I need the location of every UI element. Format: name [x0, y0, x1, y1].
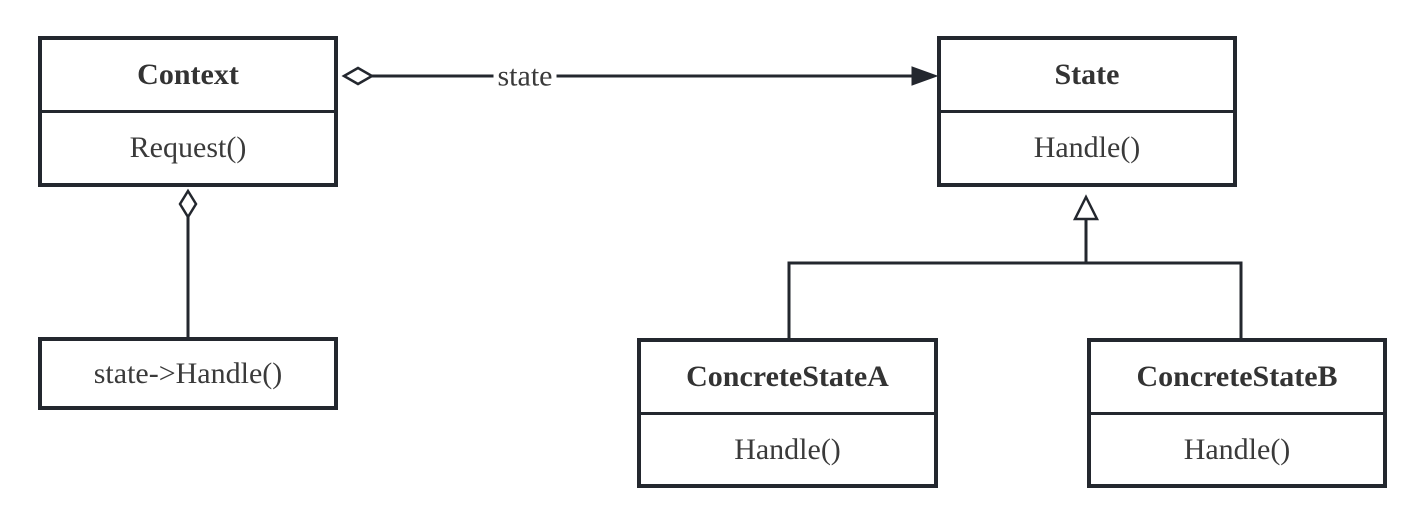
class-concrete-state-a-method: Handle()	[734, 433, 841, 466]
aggregation-diamond-icon	[341, 66, 375, 86]
class-context: Context Request()	[38, 36, 338, 187]
class-concrete-state-b: ConcreteStateB Handle()	[1087, 338, 1387, 488]
inheritance-triangle-icon	[1072, 194, 1100, 221]
class-concrete-state-b-method: Handle()	[1183, 433, 1291, 466]
class-concrete-state-a-name: ConcreteStateA	[641, 342, 934, 415]
arrowhead-icon	[911, 66, 939, 86]
class-state-name: State	[941, 40, 1233, 113]
class-concrete-state-a: ConcreteStateA Handle()	[637, 338, 938, 488]
class-concrete-state-b-name: ConcreteStateB	[1091, 342, 1383, 415]
association-role-label: state	[493, 59, 557, 93]
class-state: State Handle()	[937, 36, 1237, 187]
implementation-note: state->Handle()	[38, 337, 338, 410]
class-state-method: Handle()	[1033, 131, 1141, 164]
class-context-method: Request()	[129, 131, 247, 164]
class-context-name: Context	[42, 40, 334, 113]
aggregation-diamond-vertical-icon	[178, 188, 198, 220]
